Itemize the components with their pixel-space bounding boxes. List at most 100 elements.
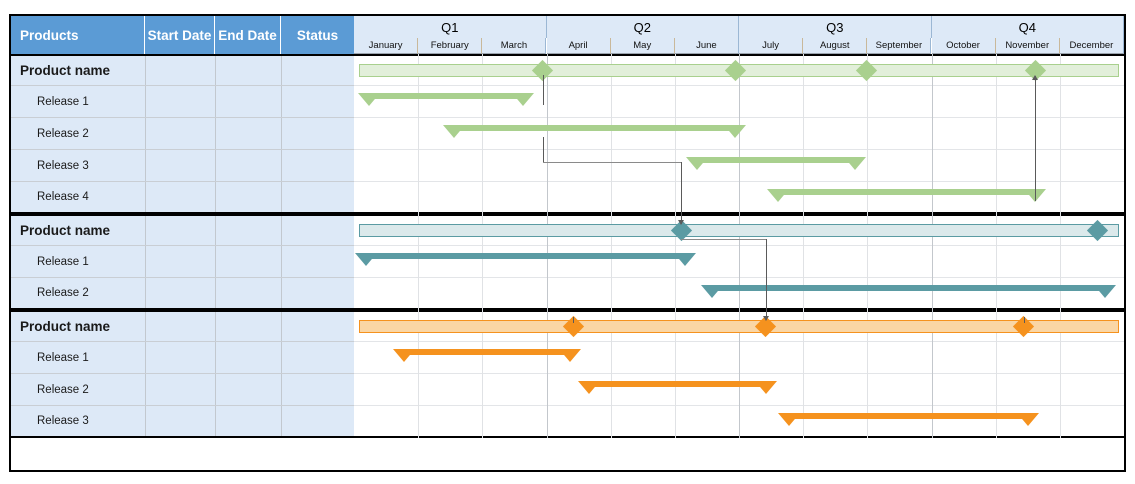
column-divider <box>215 374 216 405</box>
connector-arrow-up-g1 <box>1032 75 1039 80</box>
month-header-july[interactable]: July <box>739 38 804 54</box>
connector-g1-r2-h <box>542 162 682 163</box>
column-divider <box>281 406 282 436</box>
release-row[interactable]: Release 3 <box>11 150 354 182</box>
column-divider <box>145 246 146 277</box>
column-divider <box>215 86 216 117</box>
task-bar-start-flag <box>354 253 377 266</box>
column-divider <box>215 182 216 212</box>
quarter-header-q3[interactable]: Q3 <box>739 16 932 38</box>
month-header-june[interactable]: June <box>674 38 739 54</box>
column-divider <box>215 312 216 341</box>
product-row[interactable]: Product name <box>11 214 354 246</box>
task-bar-end-flag <box>558 349 581 362</box>
release-row[interactable]: Release 1 <box>11 246 354 278</box>
month-header-may[interactable]: May <box>610 38 675 54</box>
quarter-header-q2[interactable]: Q2 <box>546 16 739 38</box>
column-header-end-date[interactable]: End Date <box>215 16 281 54</box>
column-divider <box>281 278 282 308</box>
task-bar-start-flag <box>358 93 381 106</box>
connector-g1-r4-to-milestone <box>1035 76 1037 201</box>
task-bar[interactable] <box>588 381 766 387</box>
gantt-frame: Products Start Date End Date Status Prod… <box>9 14 1126 472</box>
release-name-label: Release 3 <box>37 159 89 172</box>
connector-g2-to-g3 <box>765 239 767 320</box>
month-header-april[interactable]: April <box>546 38 611 54</box>
release-row[interactable]: Release 2 <box>11 278 354 310</box>
column-divider <box>281 246 282 277</box>
column-divider <box>215 56 216 85</box>
status-cell[interactable] <box>281 216 363 245</box>
end-date-cell[interactable] <box>215 216 290 245</box>
column-header-status[interactable]: Status <box>281 16 354 54</box>
quarter-gridline <box>931 54 933 438</box>
task-bar[interactable] <box>454 125 736 131</box>
month-header-october[interactable]: October <box>931 38 996 54</box>
release-name-label: Release 2 <box>37 287 89 299</box>
left-columns: Products Start Date End Date Status Prod… <box>11 16 1124 470</box>
month-gridline <box>1059 54 1061 438</box>
month-header-january[interactable]: January <box>354 38 419 54</box>
column-divider <box>145 406 146 436</box>
product-row[interactable]: Product name <box>11 310 354 342</box>
column-divider <box>215 118 216 149</box>
release-row[interactable]: Release 3 <box>11 406 354 438</box>
release-row[interactable]: Release 1 <box>11 342 354 374</box>
task-bar[interactable] <box>404 349 570 355</box>
start-date-cell[interactable] <box>145 56 224 85</box>
column-divider <box>145 182 146 212</box>
release-row[interactable]: Release 4 <box>11 182 354 214</box>
task-bar-end-flag <box>754 381 777 394</box>
month-header-august[interactable]: August <box>803 38 868 54</box>
column-divider <box>281 118 282 149</box>
release-row[interactable]: Release 2 <box>11 118 354 150</box>
task-bar-end-flag <box>674 253 697 266</box>
column-divider <box>281 86 282 117</box>
month-header-february[interactable]: February <box>418 38 483 54</box>
task-bar-end-flag <box>724 125 747 138</box>
task-bar-end-flag <box>512 93 535 106</box>
column-divider <box>281 182 282 212</box>
release-name-label: Release 2 <box>37 127 89 140</box>
start-date-cell[interactable] <box>145 312 224 341</box>
status-cell[interactable] <box>281 56 363 85</box>
release-row[interactable]: Release 2 <box>11 374 354 406</box>
start-date-cell[interactable] <box>145 216 224 245</box>
release-name-label: Release 1 <box>37 95 89 108</box>
product-row[interactable]: Product name <box>11 54 354 86</box>
column-divider <box>215 246 216 277</box>
status-cell[interactable] <box>281 312 363 341</box>
month-header-september[interactable]: September <box>867 38 932 54</box>
quarter-gridline <box>739 54 740 438</box>
release-row[interactable]: Release 1 <box>11 86 354 118</box>
quarter-header-q1[interactable]: Q1 <box>354 16 547 38</box>
footer-empty-row <box>11 438 1124 470</box>
month-header-december[interactable]: December <box>1059 38 1124 54</box>
task-bar[interactable] <box>369 93 524 99</box>
summary-bar[interactable] <box>359 223 1119 237</box>
quarter-header-q4[interactable]: Q4 <box>931 16 1124 38</box>
task-bar[interactable] <box>696 157 855 163</box>
quarter-gridline <box>546 54 548 438</box>
month-gridline <box>418 54 420 438</box>
month-header-march[interactable]: March <box>482 38 547 54</box>
summary-bar[interactable] <box>359 319 1119 333</box>
task-bar[interactable] <box>365 253 686 259</box>
task-bar[interactable] <box>712 285 1105 291</box>
column-header-start-date[interactable]: Start Date <box>145 16 215 54</box>
month-header-november[interactable]: November <box>995 38 1060 54</box>
task-bar[interactable] <box>789 413 1028 419</box>
task-bar-start-flag <box>577 381 600 394</box>
end-date-cell[interactable] <box>215 56 290 85</box>
task-bar-start-flag <box>701 285 724 298</box>
task-bar-start-flag <box>766 189 789 202</box>
task-bar[interactable] <box>777 189 1036 195</box>
column-header-products[interactable]: Products <box>11 16 145 54</box>
month-gridline <box>867 54 869 438</box>
connector-g3-stub-2 <box>1023 317 1025 323</box>
gantt-body <box>354 54 1124 474</box>
column-divider <box>145 374 146 405</box>
end-date-cell[interactable] <box>215 312 290 341</box>
